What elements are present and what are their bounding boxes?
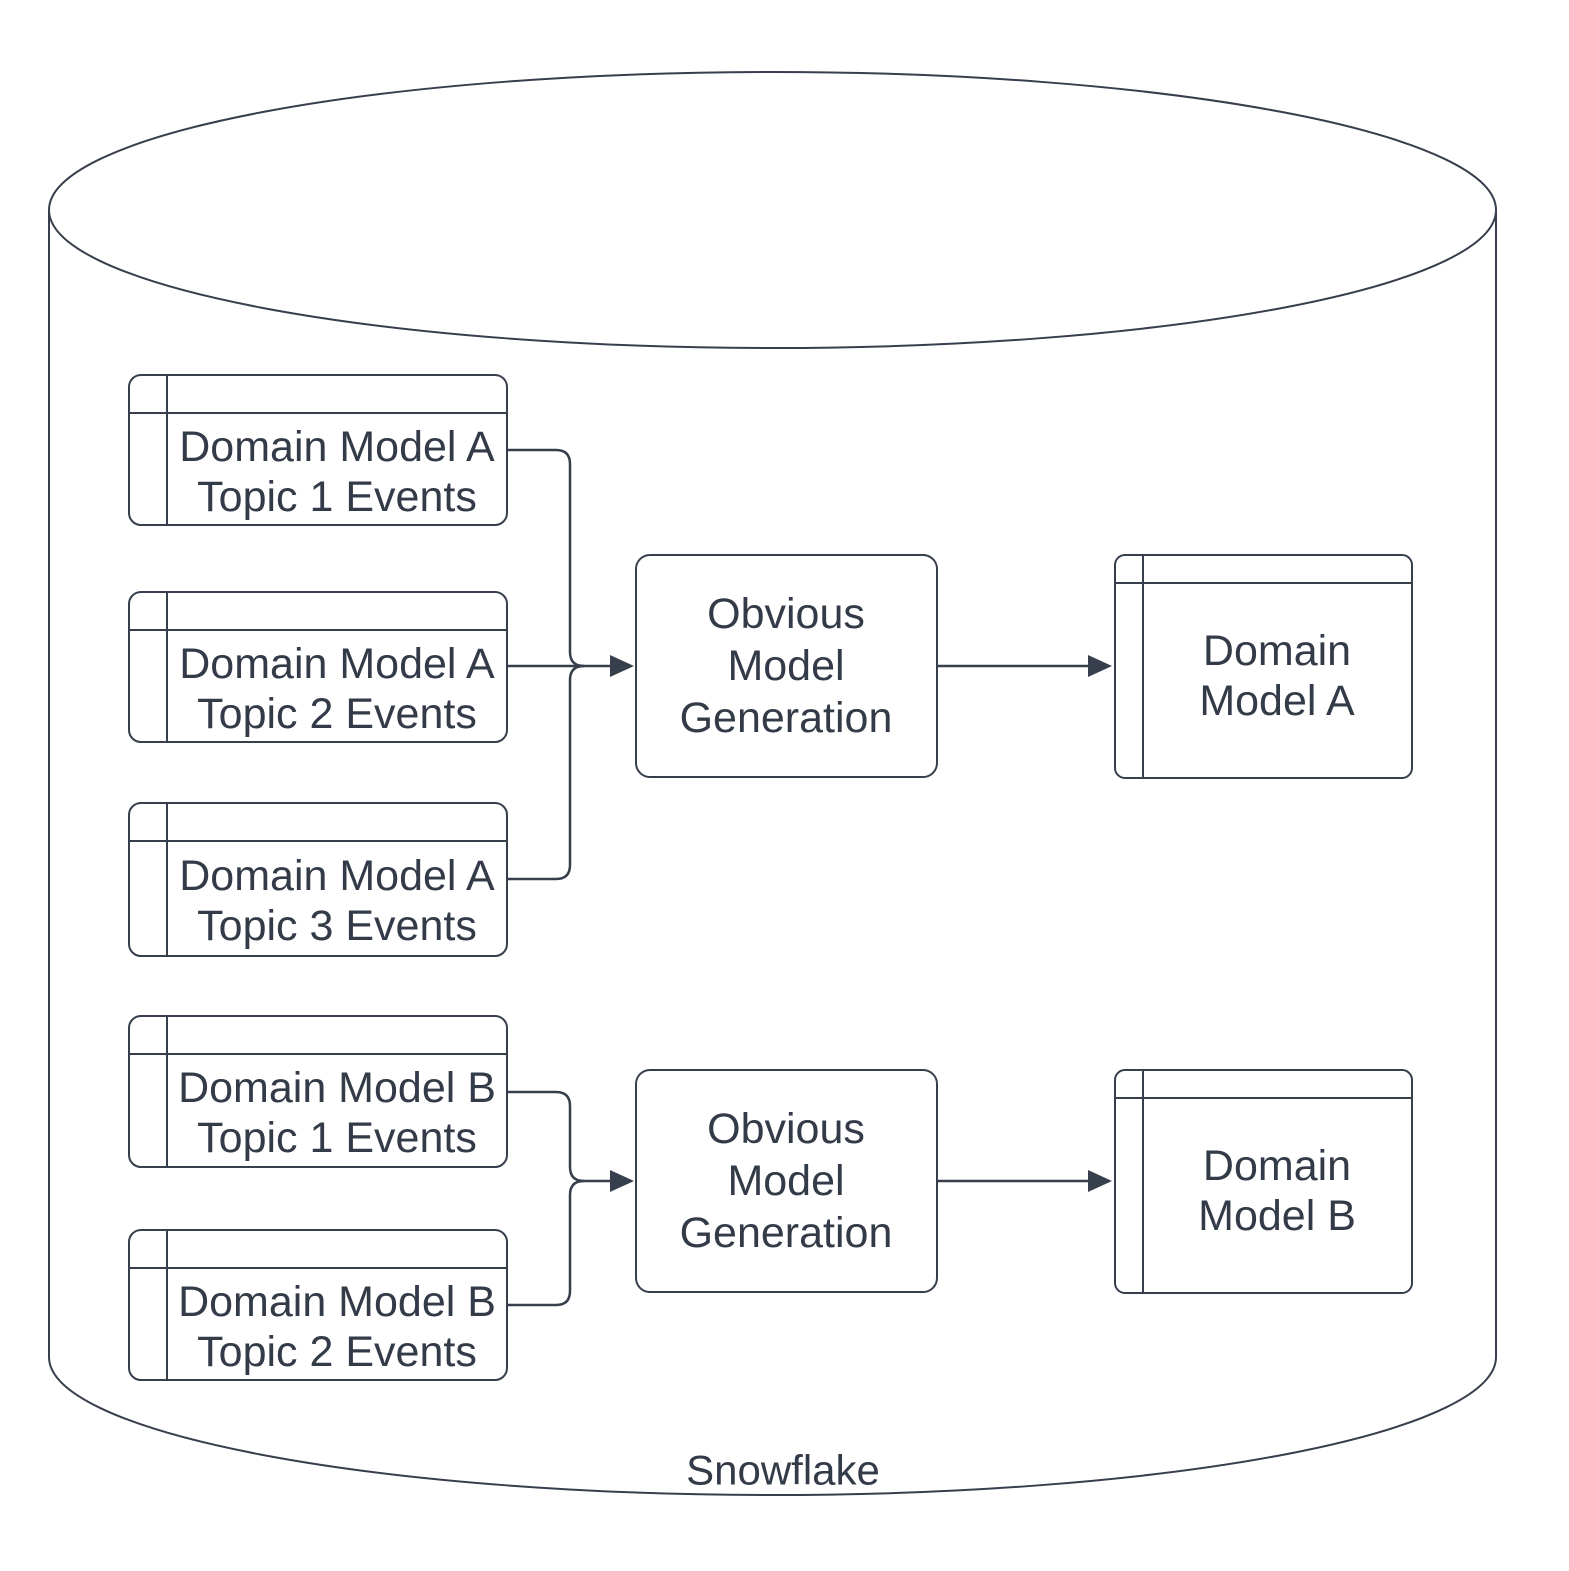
table-node-a-topic-3: Domain Model A Topic 3 Events — [128, 802, 508, 957]
table-node-domain-model-b: Domain Model B — [1114, 1069, 1413, 1294]
cylinder-label: Snowflake — [686, 1447, 880, 1494]
connector-a-topic-3 — [507, 664, 585, 881]
table-label-line-2: Topic 2 Events — [197, 690, 477, 738]
table-node-b-topic-1: Domain Model B Topic 1 Events — [128, 1015, 508, 1168]
table-label-line-1: Domain — [1203, 1142, 1351, 1190]
process-label-line-3: Generation — [680, 1209, 893, 1257]
process-label-line-2: Model — [727, 1157, 844, 1205]
process-node-a: Obvious Model Generation — [635, 554, 938, 778]
table-label-line-1: Domain Model A — [179, 423, 495, 471]
process-node-b: Obvious Model Generation — [635, 1069, 938, 1293]
cylinder-top-ellipse — [48, 71, 1497, 349]
arrowhead-a-into-output — [1088, 655, 1112, 677]
section-b: Domain Model B Topic 1 Events Domain Mod… — [128, 1015, 1413, 1381]
section-a: Domain Model A Topic 1 Events Domain Mod… — [128, 374, 1413, 957]
table-label-line-1: Domain Model A — [179, 852, 495, 900]
connectors-a-sources-to-process — [507, 448, 634, 881]
table-node-a-topic-1: Domain Model A Topic 1 Events — [128, 374, 508, 526]
process-label-line-3: Generation — [680, 694, 893, 742]
arrowhead-b-into-process — [610, 1170, 634, 1192]
table-label-line-2: Topic 3 Events — [197, 902, 477, 950]
table-node-b-topic-2: Domain Model B Topic 2 Events — [128, 1229, 508, 1381]
table-border — [1114, 1069, 1413, 1294]
connector-b-process-to-output — [937, 1170, 1112, 1192]
table-label-line-2: Topic 1 Events — [197, 473, 477, 521]
connector-b-topic-1 — [507, 1090, 585, 1183]
process-label-line-1: Obvious — [707, 1105, 865, 1153]
process-label-line-1: Obvious — [707, 590, 865, 638]
table-label-line-1: Domain Model B — [178, 1278, 496, 1326]
snowflake-cylinder: Snowflake — [48, 71, 1497, 1496]
connector-a-process-to-output — [937, 655, 1112, 677]
table-border — [1114, 554, 1413, 779]
arrowhead-a-into-process — [610, 655, 634, 677]
connectors-b-sources-to-process — [507, 1090, 634, 1307]
table-label-line-1: Domain — [1203, 627, 1351, 675]
process-label-line-2: Model — [727, 642, 844, 690]
table-label-line-2: Model A — [1199, 677, 1355, 725]
table-node-domain-model-a: Domain Model A — [1114, 554, 1413, 779]
table-label-line-1: Domain Model B — [178, 1064, 496, 1112]
table-label-line-1: Domain Model A — [179, 640, 495, 688]
table-label-line-2: Topic 2 Events — [197, 1328, 477, 1376]
table-node-a-topic-2: Domain Model A Topic 2 Events — [128, 591, 508, 743]
cylinder-body-outline — [48, 210, 1497, 1496]
connector-a-topic-1 — [507, 448, 585, 668]
connector-b-topic-2 — [507, 1179, 585, 1307]
table-label-line-2: Topic 1 Events — [197, 1114, 477, 1162]
table-label-line-2: Model B — [1198, 1192, 1356, 1240]
arrowhead-b-into-output — [1088, 1170, 1112, 1192]
